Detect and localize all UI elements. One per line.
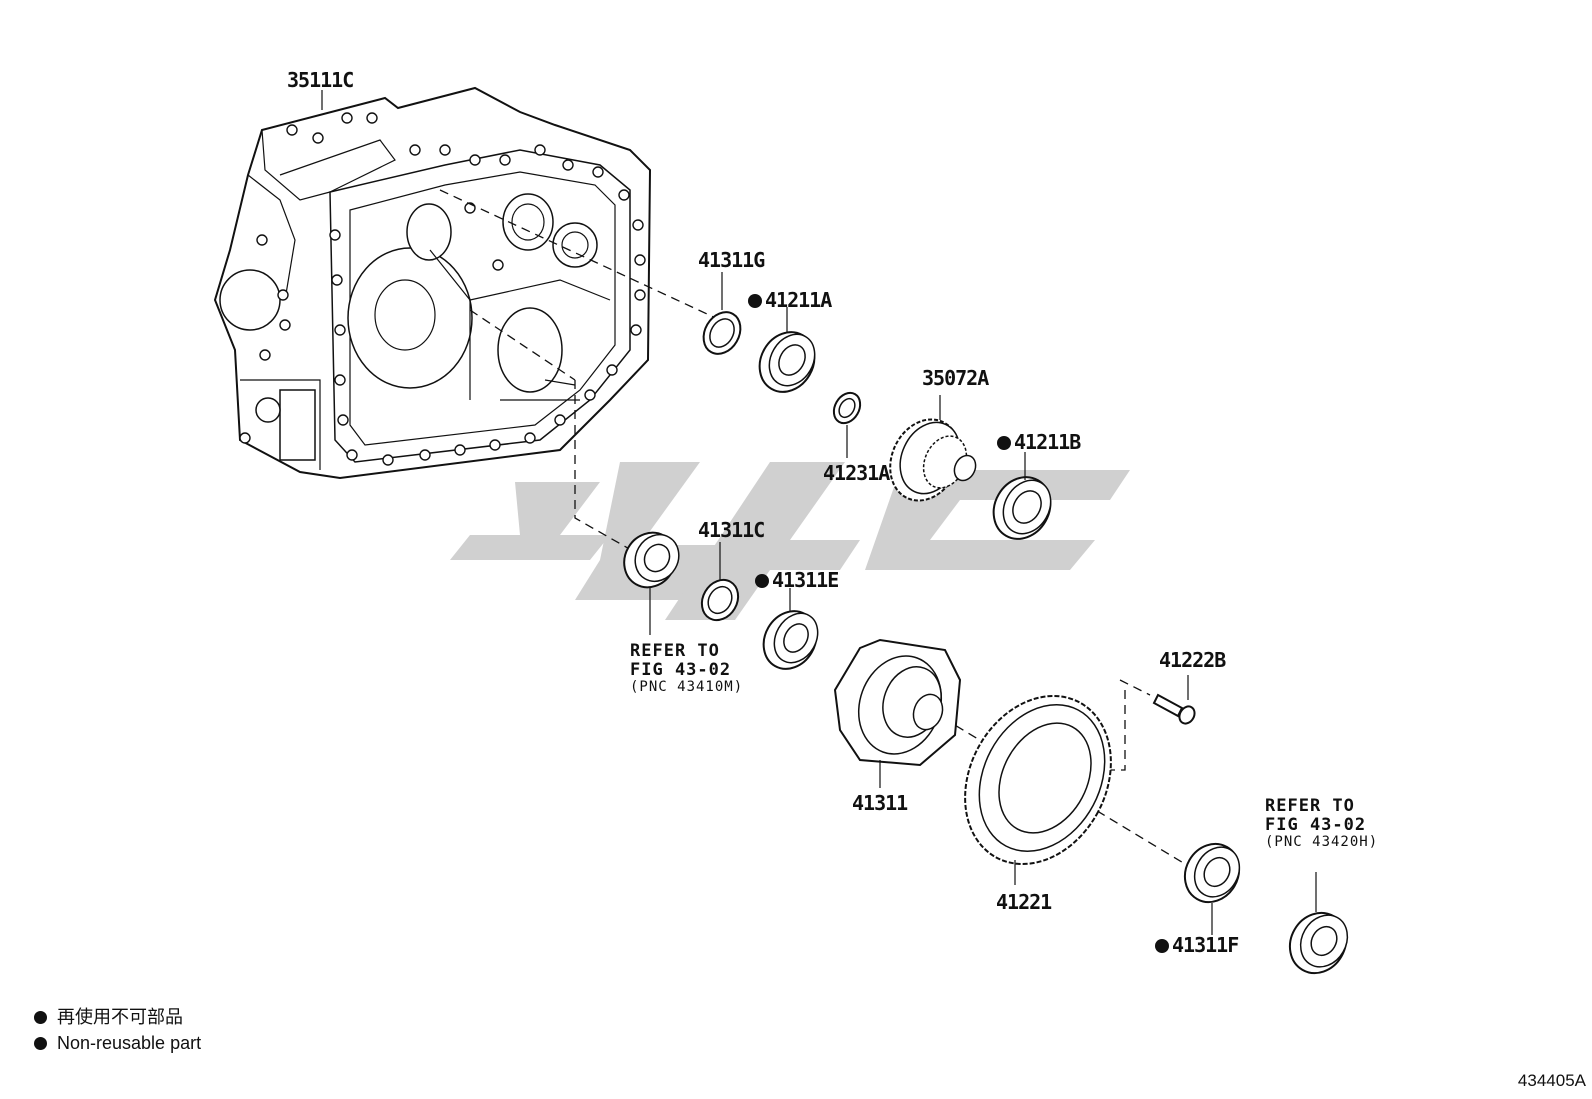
spacer-41231a: [832, 391, 862, 458]
reference-note-left: REFER TO FIG 43-02 (PNC 43410M): [630, 641, 744, 696]
label-41211a-wrap: 41211A: [748, 288, 832, 312]
legend: 再使用不可部品 Non-reusable part: [34, 1004, 201, 1056]
transaxle-case: [213, 86, 652, 480]
label-41211a: 41211A: [765, 288, 832, 312]
label-41222b: 41222B: [1159, 648, 1226, 672]
ref-right-pnc: (PNC 43420H): [1265, 834, 1379, 851]
drive-gear-35072a: [889, 395, 977, 502]
oil-seal-41311c: [700, 542, 740, 622]
label-41211b: 41211B: [1014, 430, 1081, 454]
bearing-41311e: [762, 588, 819, 670]
bearing-41211b: [992, 452, 1052, 540]
label-41311c: 41311C: [698, 518, 765, 542]
non-reusable-dot-icon: [755, 574, 769, 588]
legend-text-english: Non-reusable part: [57, 1033, 202, 1053]
label-41311f: 41311F: [1172, 933, 1239, 957]
ring-gear-41221: [964, 694, 1112, 885]
label-35072a: 35072A: [922, 366, 989, 390]
label-41231a: 41231A: [823, 461, 890, 485]
oil-seal-41311g: [702, 272, 742, 355]
bearing-41311f: [1183, 842, 1241, 935]
bearing-41211a: [758, 307, 816, 393]
legend-text-japanese: 再使用不可部品: [57, 1007, 183, 1027]
label-41311: 41311: [852, 791, 908, 815]
differential-case-41311: [833, 638, 962, 788]
label-41311f-wrap: 41311F: [1155, 933, 1239, 957]
label-41311e-wrap: 41311E: [755, 568, 839, 592]
ref-right-line2: FIG 43-02: [1265, 815, 1367, 836]
label-41221: 41221: [996, 890, 1052, 914]
reference-bearing-left: [623, 531, 680, 635]
bolt-41222b: [1152, 675, 1196, 725]
ref-left-pnc: (PNC 43410M): [630, 679, 744, 696]
figure-code: 434405A: [1517, 1071, 1586, 1090]
non-reusable-dot-icon: [748, 294, 762, 308]
label-41311e: 41311E: [772, 568, 839, 592]
label-41211b-wrap: 41211B: [997, 430, 1081, 454]
label-41311g: 41311G: [698, 248, 765, 272]
non-reusable-dot-icon: [997, 436, 1011, 450]
ref-left-line1: REFER TO: [630, 641, 720, 661]
label-35111c: 35111C: [287, 68, 354, 92]
non-reusable-dot-icon: [1155, 939, 1169, 953]
reference-note-right: REFER TO FIG 43-02 (PNC 43420H): [1265, 796, 1379, 851]
ref-right-line1: REFER TO: [1265, 796, 1355, 816]
filled-circle-icon: [34, 1010, 47, 1024]
legend-row-japanese: 再使用不可部品: [34, 1004, 201, 1030]
legend-row-english: Non-reusable part: [34, 1030, 201, 1056]
filled-circle-icon: [34, 1036, 47, 1050]
ref-left-line2: FIG 43-02: [630, 660, 732, 681]
reference-bearing-right: [1288, 872, 1349, 975]
